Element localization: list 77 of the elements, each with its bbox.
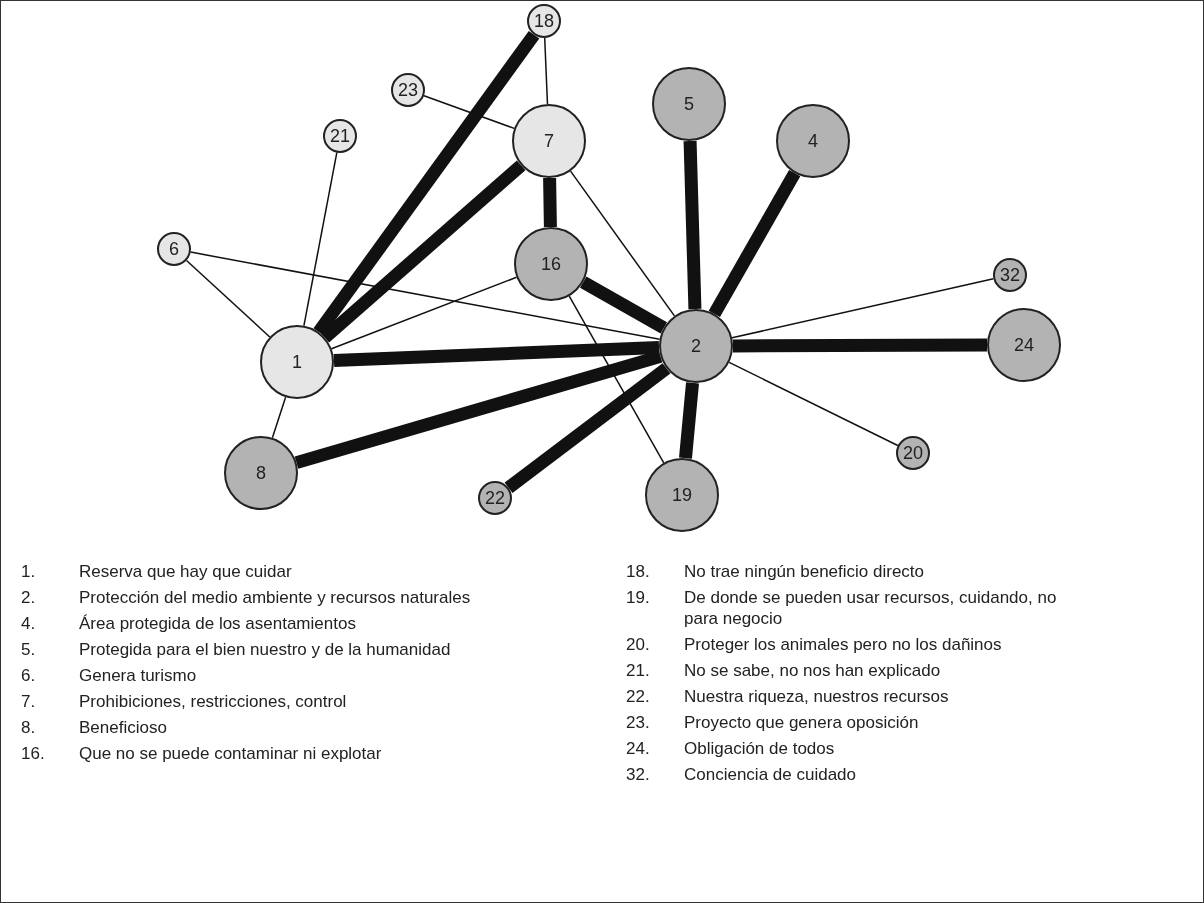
item-description: Que no se puede contaminar ni explotar	[79, 743, 383, 764]
node-circle	[993, 258, 1027, 292]
item-number: 32.	[626, 764, 651, 785]
node-circle	[896, 436, 930, 470]
connector-line	[504, 363, 671, 493]
connector-line	[189, 251, 661, 340]
node-circle	[260, 325, 334, 399]
item-number: 7.	[21, 691, 37, 712]
connector-line	[731, 278, 995, 339]
connector-line	[185, 259, 271, 338]
item-description: De donde se pueden usar recursos, cuidando, no para negocio	[684, 587, 1058, 629]
item-description: Prohibiciones, restricciones, control	[79, 691, 348, 712]
item-description: No se sabe, no nos han explicado	[684, 660, 942, 681]
node-number: 1	[292, 353, 302, 371]
connector-line	[423, 95, 515, 130]
node-number: 24	[1014, 336, 1034, 354]
connector-line	[568, 295, 665, 464]
item-number: 24.	[626, 738, 651, 759]
item-number: 8.	[21, 717, 37, 738]
item-description: Beneficioso	[79, 717, 168, 738]
item-number: 2.	[21, 587, 37, 608]
connector-line	[708, 169, 801, 318]
item-description: Área protegida de los asentamientos	[79, 613, 357, 634]
node-number: 18	[534, 12, 554, 30]
node-circle	[527, 4, 561, 38]
connector-line	[271, 396, 287, 439]
item-description: Conciencia de cuidado	[684, 764, 857, 785]
item-description: No trae ningún beneficio directo	[684, 561, 926, 582]
item-description: Obligación de todos	[684, 738, 836, 759]
connector-line	[543, 37, 549, 105]
node-number: 23	[398, 81, 418, 99]
node-number: 32	[1000, 266, 1020, 284]
node-number: 16	[541, 255, 561, 273]
node-circle	[323, 119, 357, 153]
node-number: 5	[684, 95, 694, 113]
item-number: 18.	[626, 561, 651, 582]
node-number: 19	[672, 486, 692, 504]
node-number: 22	[485, 489, 505, 507]
connector-line	[569, 170, 676, 317]
item-number: 21.	[626, 660, 651, 681]
item-number: 6.	[21, 665, 37, 686]
connector-line	[728, 361, 899, 447]
connector-line	[313, 30, 540, 336]
connector-line	[732, 338, 988, 353]
node-circle	[659, 309, 733, 383]
item-number: 23.	[626, 712, 651, 733]
item-description: Genera turismo	[79, 665, 198, 686]
connector-line	[580, 276, 667, 334]
node-circle	[391, 73, 425, 107]
item-number: 22.	[626, 686, 651, 707]
node-number: 7	[544, 132, 554, 150]
item-number: 4.	[21, 613, 37, 634]
node-number: 21	[330, 127, 350, 145]
connector-line	[303, 151, 338, 327]
node-number: 8	[256, 464, 266, 482]
item-description: Proteger los animales pero no los dañinos	[684, 634, 1003, 655]
node-number: 6	[169, 240, 179, 258]
node-number: 4	[808, 132, 818, 150]
item-number: 5.	[21, 639, 37, 660]
connector-line	[333, 341, 660, 367]
item-number: 20.	[626, 634, 651, 655]
connector-line	[543, 177, 557, 228]
item-number: 16.	[21, 743, 46, 764]
connector-line	[679, 382, 699, 459]
node-number: 2	[691, 337, 701, 355]
item-description: Proyecto que genera oposición	[684, 712, 920, 733]
connector-line	[330, 276, 518, 350]
item-description: Nuestra riqueza, nuestros recursos	[684, 686, 950, 707]
connector-line	[683, 140, 702, 310]
node-circle	[478, 481, 512, 515]
item-number: 19.	[626, 587, 651, 609]
item-description: Protegida para el bien nuestro y de la humanidad	[79, 639, 452, 660]
node-number: 20	[903, 444, 923, 462]
item-description: Protección del medio ambiente y recursos naturales	[79, 587, 472, 608]
node-circle	[157, 232, 191, 266]
item-description: Reserva que hay que cuidar	[79, 561, 293, 582]
item-number: 1.	[21, 561, 37, 582]
